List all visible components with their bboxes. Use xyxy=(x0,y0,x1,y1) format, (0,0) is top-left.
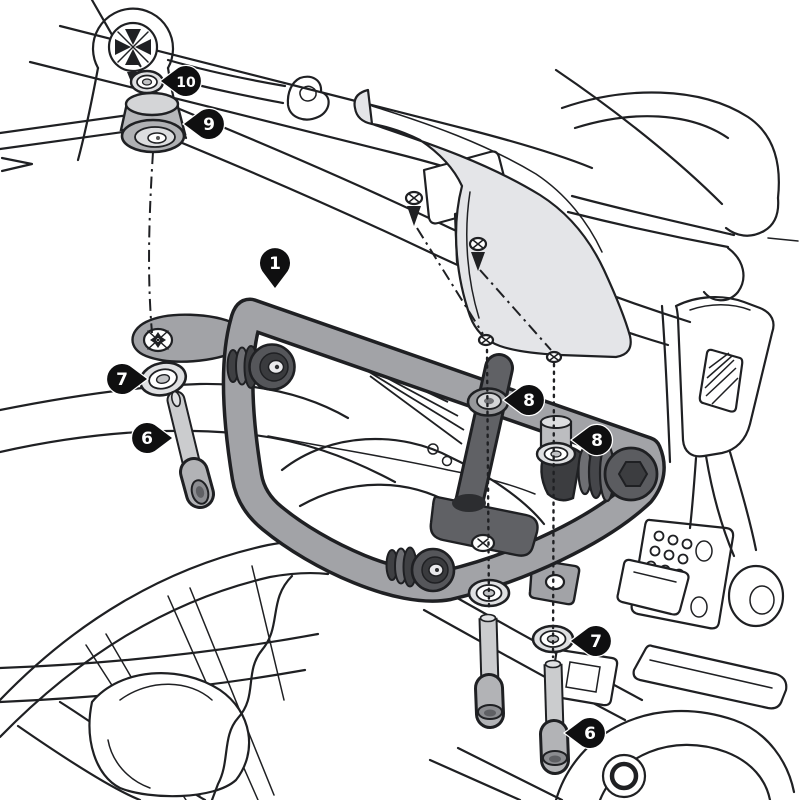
tab-hole xyxy=(544,573,566,591)
callout-pin xyxy=(158,64,203,98)
brake-caliper xyxy=(88,672,251,798)
rubber-stud-top xyxy=(226,343,296,391)
callout-number: 8 xyxy=(591,431,603,451)
frame-screw-top-2 xyxy=(545,350,563,364)
grab-recess xyxy=(286,75,330,121)
callout-number: 8 xyxy=(523,391,535,411)
spacer-9 xyxy=(119,91,187,154)
callout-7-7: 7 xyxy=(568,624,613,658)
callout-number: 7 xyxy=(590,632,602,652)
alignment-lines xyxy=(132,57,556,659)
passenger-footpeg xyxy=(549,644,788,710)
hanger-slot xyxy=(698,348,744,413)
callout-pin xyxy=(501,383,546,417)
callout-pin xyxy=(562,716,607,750)
lower-bracket xyxy=(616,558,690,616)
callout-number: 1 xyxy=(269,254,281,274)
brake-cable xyxy=(210,574,294,800)
bolt-6-bottom-b xyxy=(539,659,570,775)
callouts-layer: 1 10 9 7 6 8 8 7 6 xyxy=(105,64,614,750)
insertion-arrow xyxy=(407,206,421,226)
bolt-6-bottom-a xyxy=(474,613,505,729)
flanged-nut-8 xyxy=(466,387,510,417)
clamp-bracket xyxy=(429,494,539,557)
callout-pin xyxy=(258,246,292,291)
callout-number: 7 xyxy=(116,370,128,390)
dotted-line xyxy=(551,362,556,659)
callout-6-4: 6 xyxy=(130,421,175,455)
callout-7-3: 7 xyxy=(105,362,150,396)
callout-pin xyxy=(130,421,175,455)
bolt-6-left xyxy=(166,390,215,509)
callout-8-6: 8 xyxy=(569,423,614,457)
callout-pin xyxy=(568,624,613,658)
callout-pin xyxy=(181,107,226,141)
frame-screw-top xyxy=(477,333,495,347)
callout-number: 9 xyxy=(203,115,215,135)
callout-10-1: 10 xyxy=(158,64,203,98)
washer-10 xyxy=(129,69,165,95)
dash-dot-line xyxy=(479,269,552,351)
callout-pin xyxy=(105,362,150,396)
hex-socket xyxy=(617,461,649,487)
dash-dot-line xyxy=(148,151,154,334)
dash-dot-line xyxy=(132,57,146,72)
hanger-boss xyxy=(727,564,785,628)
callout-6-8: 6 xyxy=(562,716,607,750)
footpeg-hanger xyxy=(660,295,785,628)
frame-mounting-lug xyxy=(131,313,246,363)
callout-pin xyxy=(569,423,614,457)
callout-number: 10 xyxy=(176,75,196,91)
spacer-8 xyxy=(535,415,577,467)
washer-bottom-a xyxy=(467,578,511,608)
mounting-plate xyxy=(353,88,632,359)
callout-8-5: 8 xyxy=(501,383,546,417)
callout-1: 1 xyxy=(258,246,292,291)
muffler-end-ring xyxy=(601,753,647,799)
plate-screw-2 xyxy=(468,236,488,271)
insertion-arrow xyxy=(471,252,485,271)
callout-9-2: 9 xyxy=(181,107,226,141)
callout-number: 6 xyxy=(584,724,596,744)
phillips-bolt-top xyxy=(107,21,159,87)
dotted-line xyxy=(485,348,491,612)
muffler xyxy=(554,710,796,800)
dash-dot-line xyxy=(416,227,484,335)
callout-number: 6 xyxy=(141,429,153,449)
plate-screw-1 xyxy=(404,190,424,226)
washer-7-left xyxy=(138,361,188,397)
rubber-stud-bottom xyxy=(385,546,456,593)
